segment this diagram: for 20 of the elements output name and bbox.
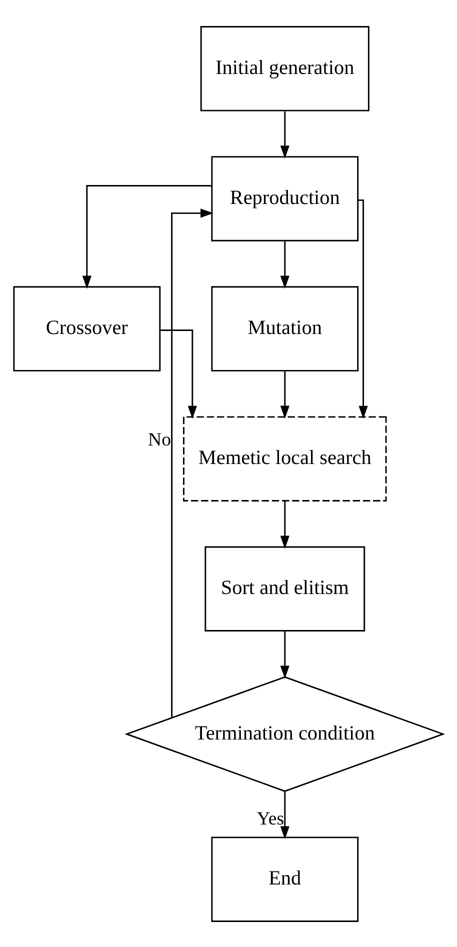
arrow xyxy=(280,110,290,158)
arrow xyxy=(280,500,290,548)
arrow xyxy=(160,329,197,418)
node-diamond: Termination condition xyxy=(124,676,446,792)
node-box: Reproduction xyxy=(211,156,359,241)
node-box: Mutation xyxy=(211,286,359,371)
arrow xyxy=(82,184,212,288)
node-box: Crossover xyxy=(13,286,161,371)
node-box: Memetic local search xyxy=(183,416,387,501)
arrow xyxy=(280,791,290,839)
node-box: Initial generation xyxy=(200,26,370,111)
node-box: Sort and elitism xyxy=(204,546,366,631)
arrow xyxy=(358,198,368,418)
edge-label: No xyxy=(148,428,171,450)
node-box: End xyxy=(211,836,359,922)
arrow xyxy=(280,370,290,418)
edge-label: Yes xyxy=(256,808,284,829)
arrow xyxy=(171,208,214,717)
arrow xyxy=(280,630,290,678)
arrow xyxy=(280,240,290,288)
